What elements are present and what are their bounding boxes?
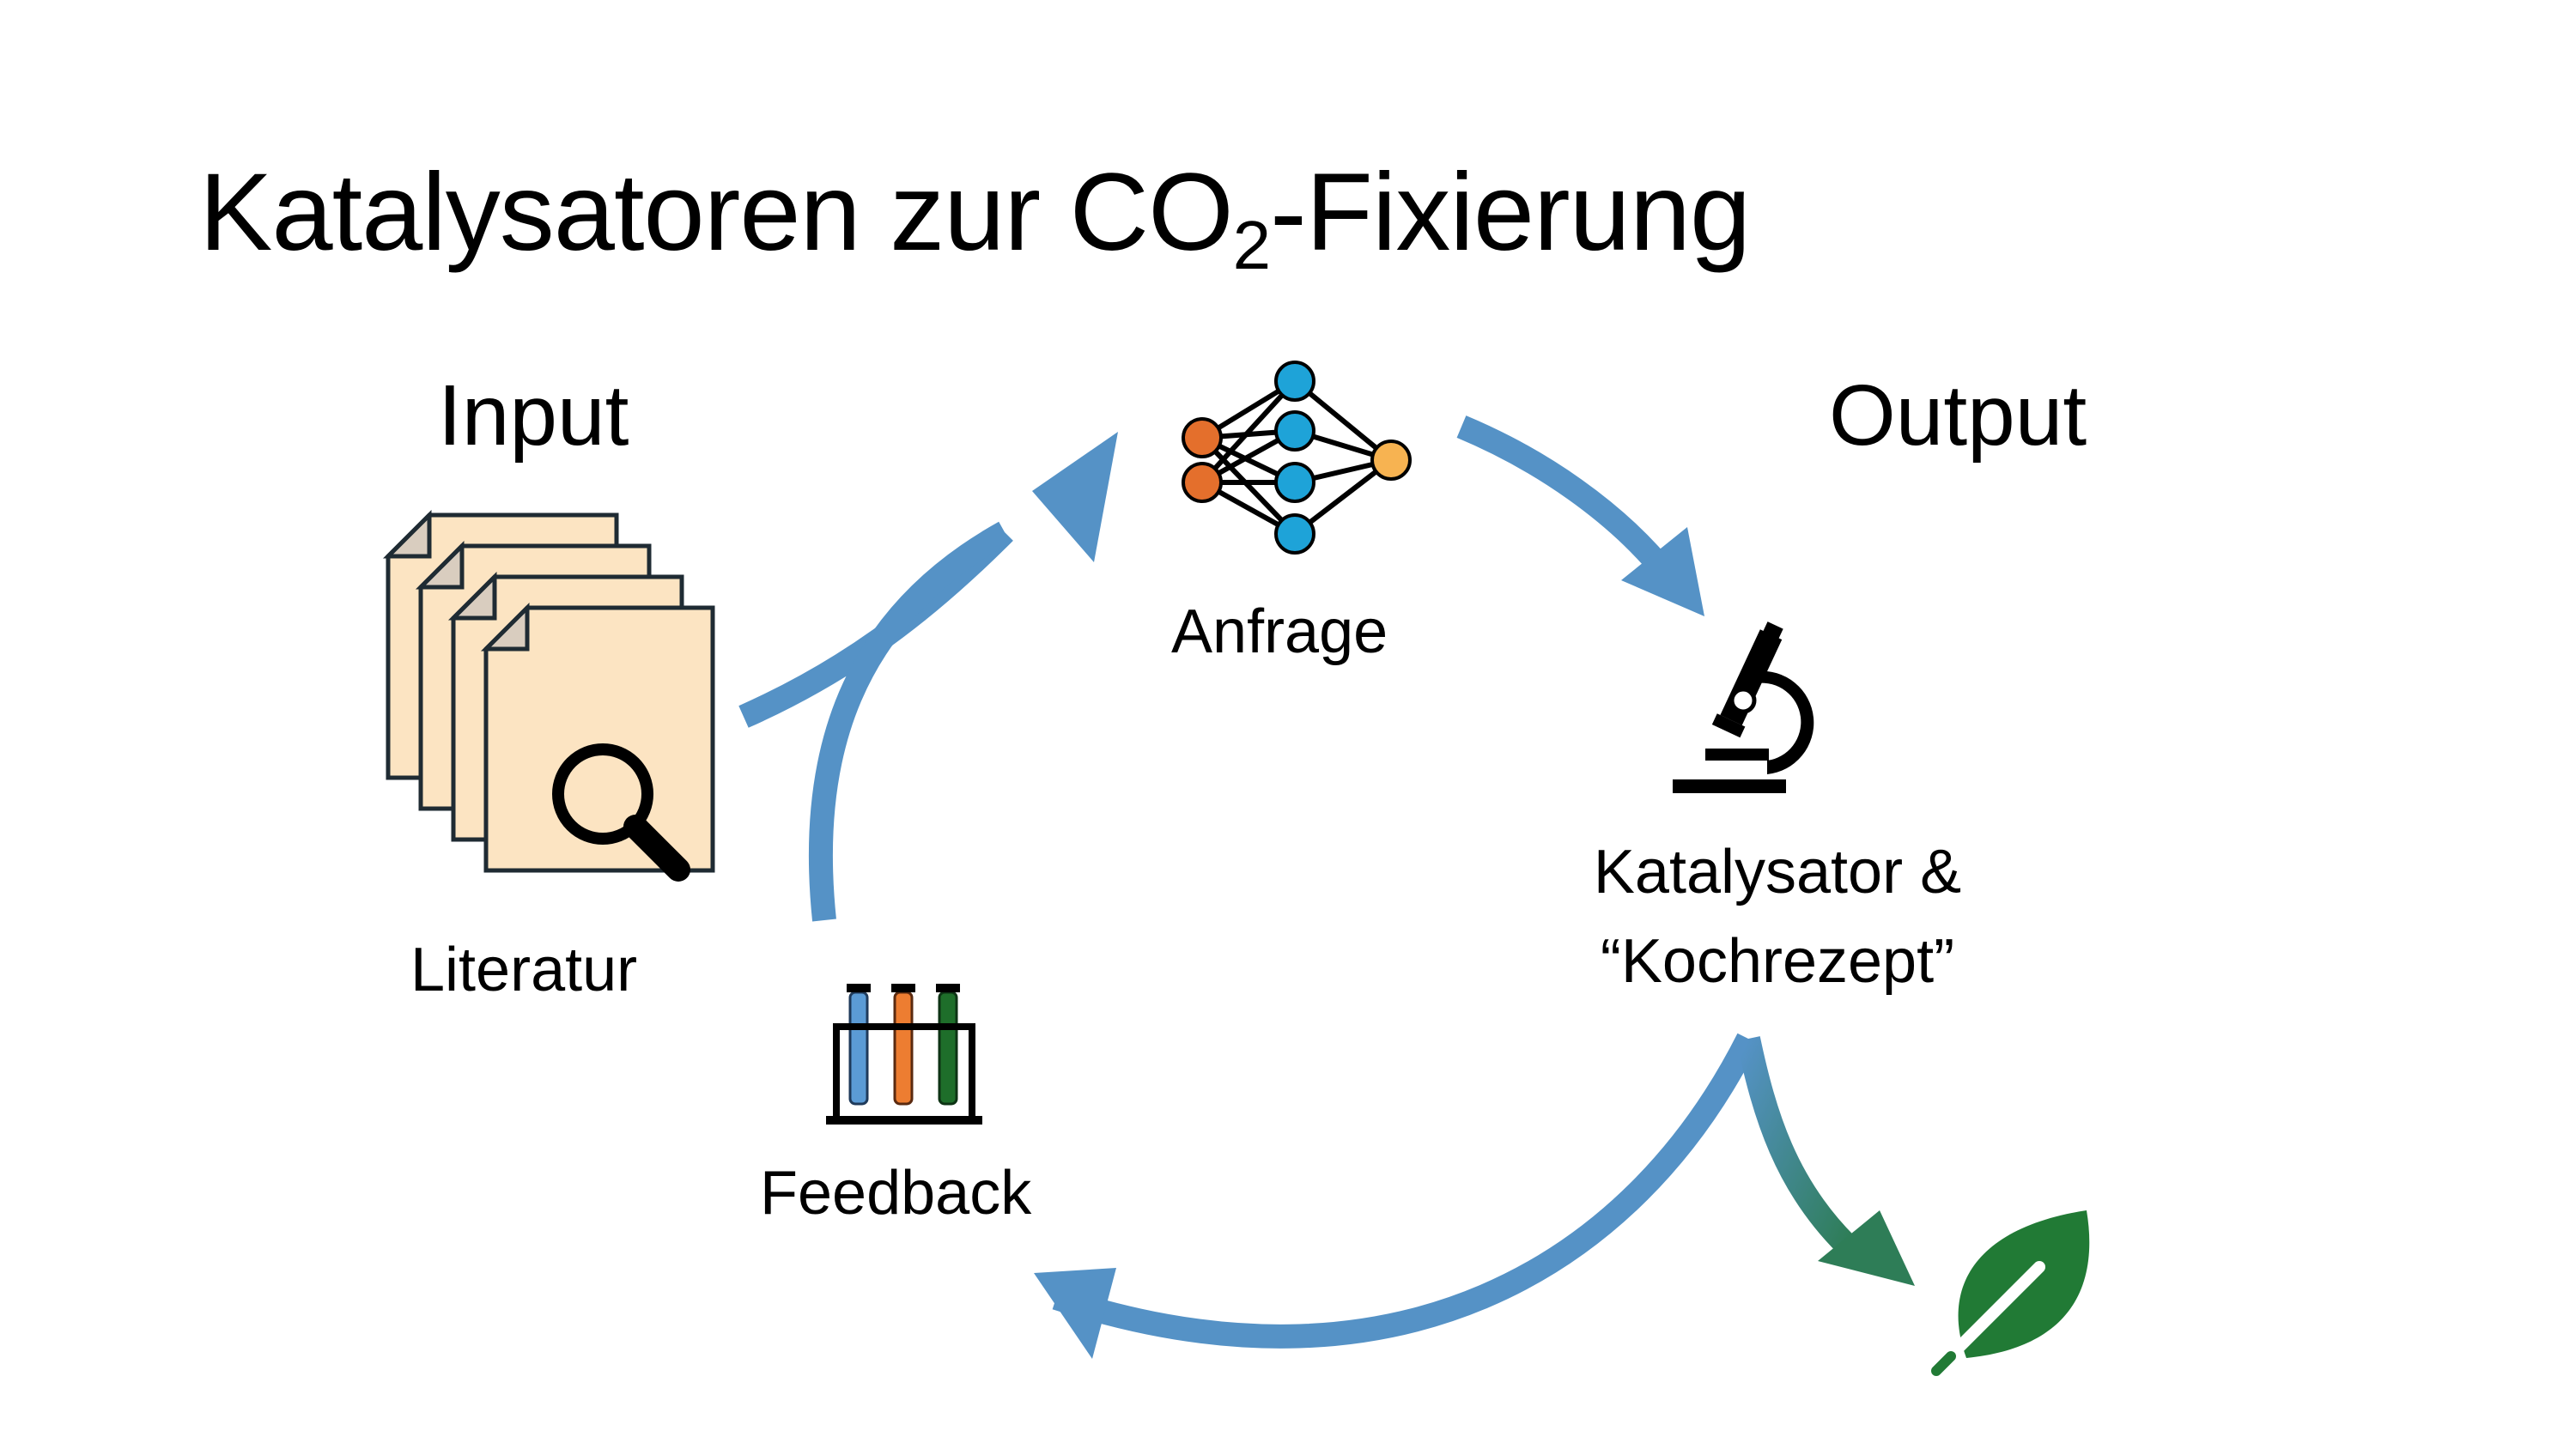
query-to-catalyst-arrow [1456,415,1667,572]
arrowhead-feedback [1034,1268,1116,1359]
title-main: Katalysatoren zur CO [199,151,1234,274]
feedback-label: Feedback [760,1159,1032,1228]
feedback-to-query-arrow [808,521,1011,922]
neural-network-icon [1182,361,1412,555]
catalyst-to-feedback-arrow [1052,1033,1759,1349]
slide-title: Katalysatoren zur CO2-Fixierung [199,144,1751,283]
input-heading: Input [438,367,629,464]
arrowhead-catalyst [1621,527,1704,616]
literature-label: Literatur [410,936,638,1004]
output-heading: Output [1829,367,2087,464]
title-subscript: 2 [1232,207,1271,283]
documents-search-icon [382,509,715,882]
arrowhead-leaf [1818,1210,1915,1286]
query-label: Anfrage [1171,597,1388,666]
test-tubes-icon [826,984,982,1125]
leaf-icon [1931,1210,2090,1376]
microscope-icon [1673,621,1814,793]
arrowhead-query [1032,432,1118,562]
catalyst-label-line1: Katalysator & [1593,838,1962,906]
title-suffix: -Fixierung [1270,151,1751,274]
catalyst-to-leaf-arrow [1736,1036,1855,1253]
catalyst-label-line2: “Kochrezept” [1600,927,1955,996]
